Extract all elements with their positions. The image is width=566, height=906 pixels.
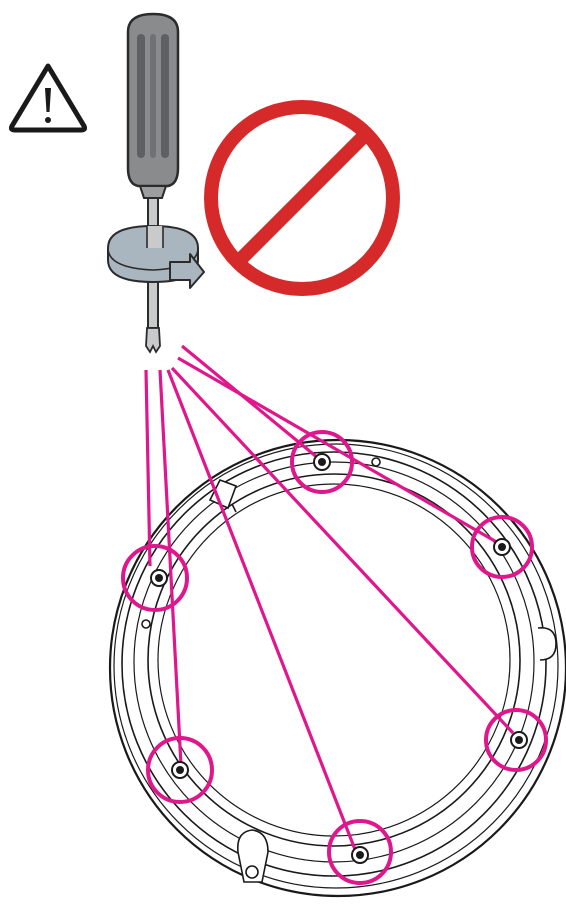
dome-base-details (142, 458, 556, 882)
clockwise-rotation-arrow-icon (108, 226, 204, 288)
screw-4 (486, 710, 546, 770)
prohibition-sign-icon (208, 104, 396, 292)
torx-screwdriver-icon (128, 14, 178, 352)
warning-triangle-icon (11, 66, 84, 130)
